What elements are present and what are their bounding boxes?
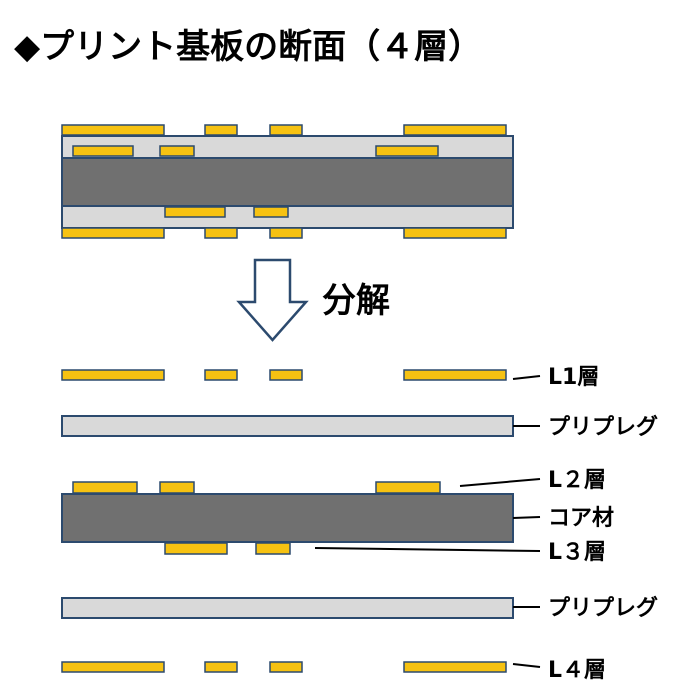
assembled-core <box>61 157 514 207</box>
core-leader-line <box>512 516 541 519</box>
l2-trace <box>72 481 138 494</box>
assembled-l2-trace <box>159 145 195 157</box>
l1-leader-line <box>512 375 541 380</box>
assembled-l1-trace <box>269 124 303 136</box>
prepreg-top-label: プリプレグ <box>548 414 658 440</box>
l2-trace <box>375 481 441 494</box>
exploded-l4 <box>61 661 507 673</box>
prepreg-bottom-label: プリプレグ <box>548 595 658 621</box>
assembled-l4-trace <box>204 227 238 239</box>
down-arrow-icon <box>236 258 309 342</box>
assembled-l2-trace <box>72 145 134 157</box>
assembled-l1-trace <box>204 124 238 136</box>
prepreg-bottom-layer <box>61 597 514 619</box>
assembled-stack <box>61 124 514 239</box>
assembled-l1-trace <box>403 124 507 136</box>
l1-trace <box>204 369 238 381</box>
l4-leader-line <box>512 663 541 668</box>
l1-trace <box>269 369 303 381</box>
assembled-l4-trace <box>403 227 507 239</box>
assembled-l3-trace <box>253 206 289 218</box>
page-title: ◆プリント基板の断面（４層） <box>14 27 482 67</box>
l4-trace <box>61 661 165 673</box>
decompose-label: 分解 <box>322 281 390 321</box>
l1-trace <box>403 369 507 381</box>
l4-trace <box>403 661 507 673</box>
l4-label: L４層 <box>548 658 606 683</box>
l2-label: L２層 <box>548 468 606 493</box>
l1-trace <box>61 369 165 381</box>
l2-trace <box>159 481 195 494</box>
l3-trace <box>164 542 228 555</box>
assembled-l1-trace <box>61 124 165 136</box>
l2-leader-line <box>459 478 541 487</box>
l4-trace <box>269 661 303 673</box>
l4-trace <box>204 661 238 673</box>
assembled-l4-trace <box>269 227 303 239</box>
assembled-l4-trace <box>61 227 165 239</box>
l3-leader-line <box>314 547 541 552</box>
prepreg-top-layer <box>61 415 514 437</box>
exploded-core-group <box>61 481 514 555</box>
l1-label: L1層 <box>548 365 599 390</box>
assembled-l2-trace <box>375 145 439 157</box>
l3-trace <box>255 542 291 555</box>
core-layer <box>61 493 514 543</box>
assembled-l3-trace <box>164 206 226 218</box>
exploded-l1 <box>61 369 507 381</box>
l3-label: L３層 <box>548 540 606 565</box>
core-label: コア材 <box>548 506 614 531</box>
